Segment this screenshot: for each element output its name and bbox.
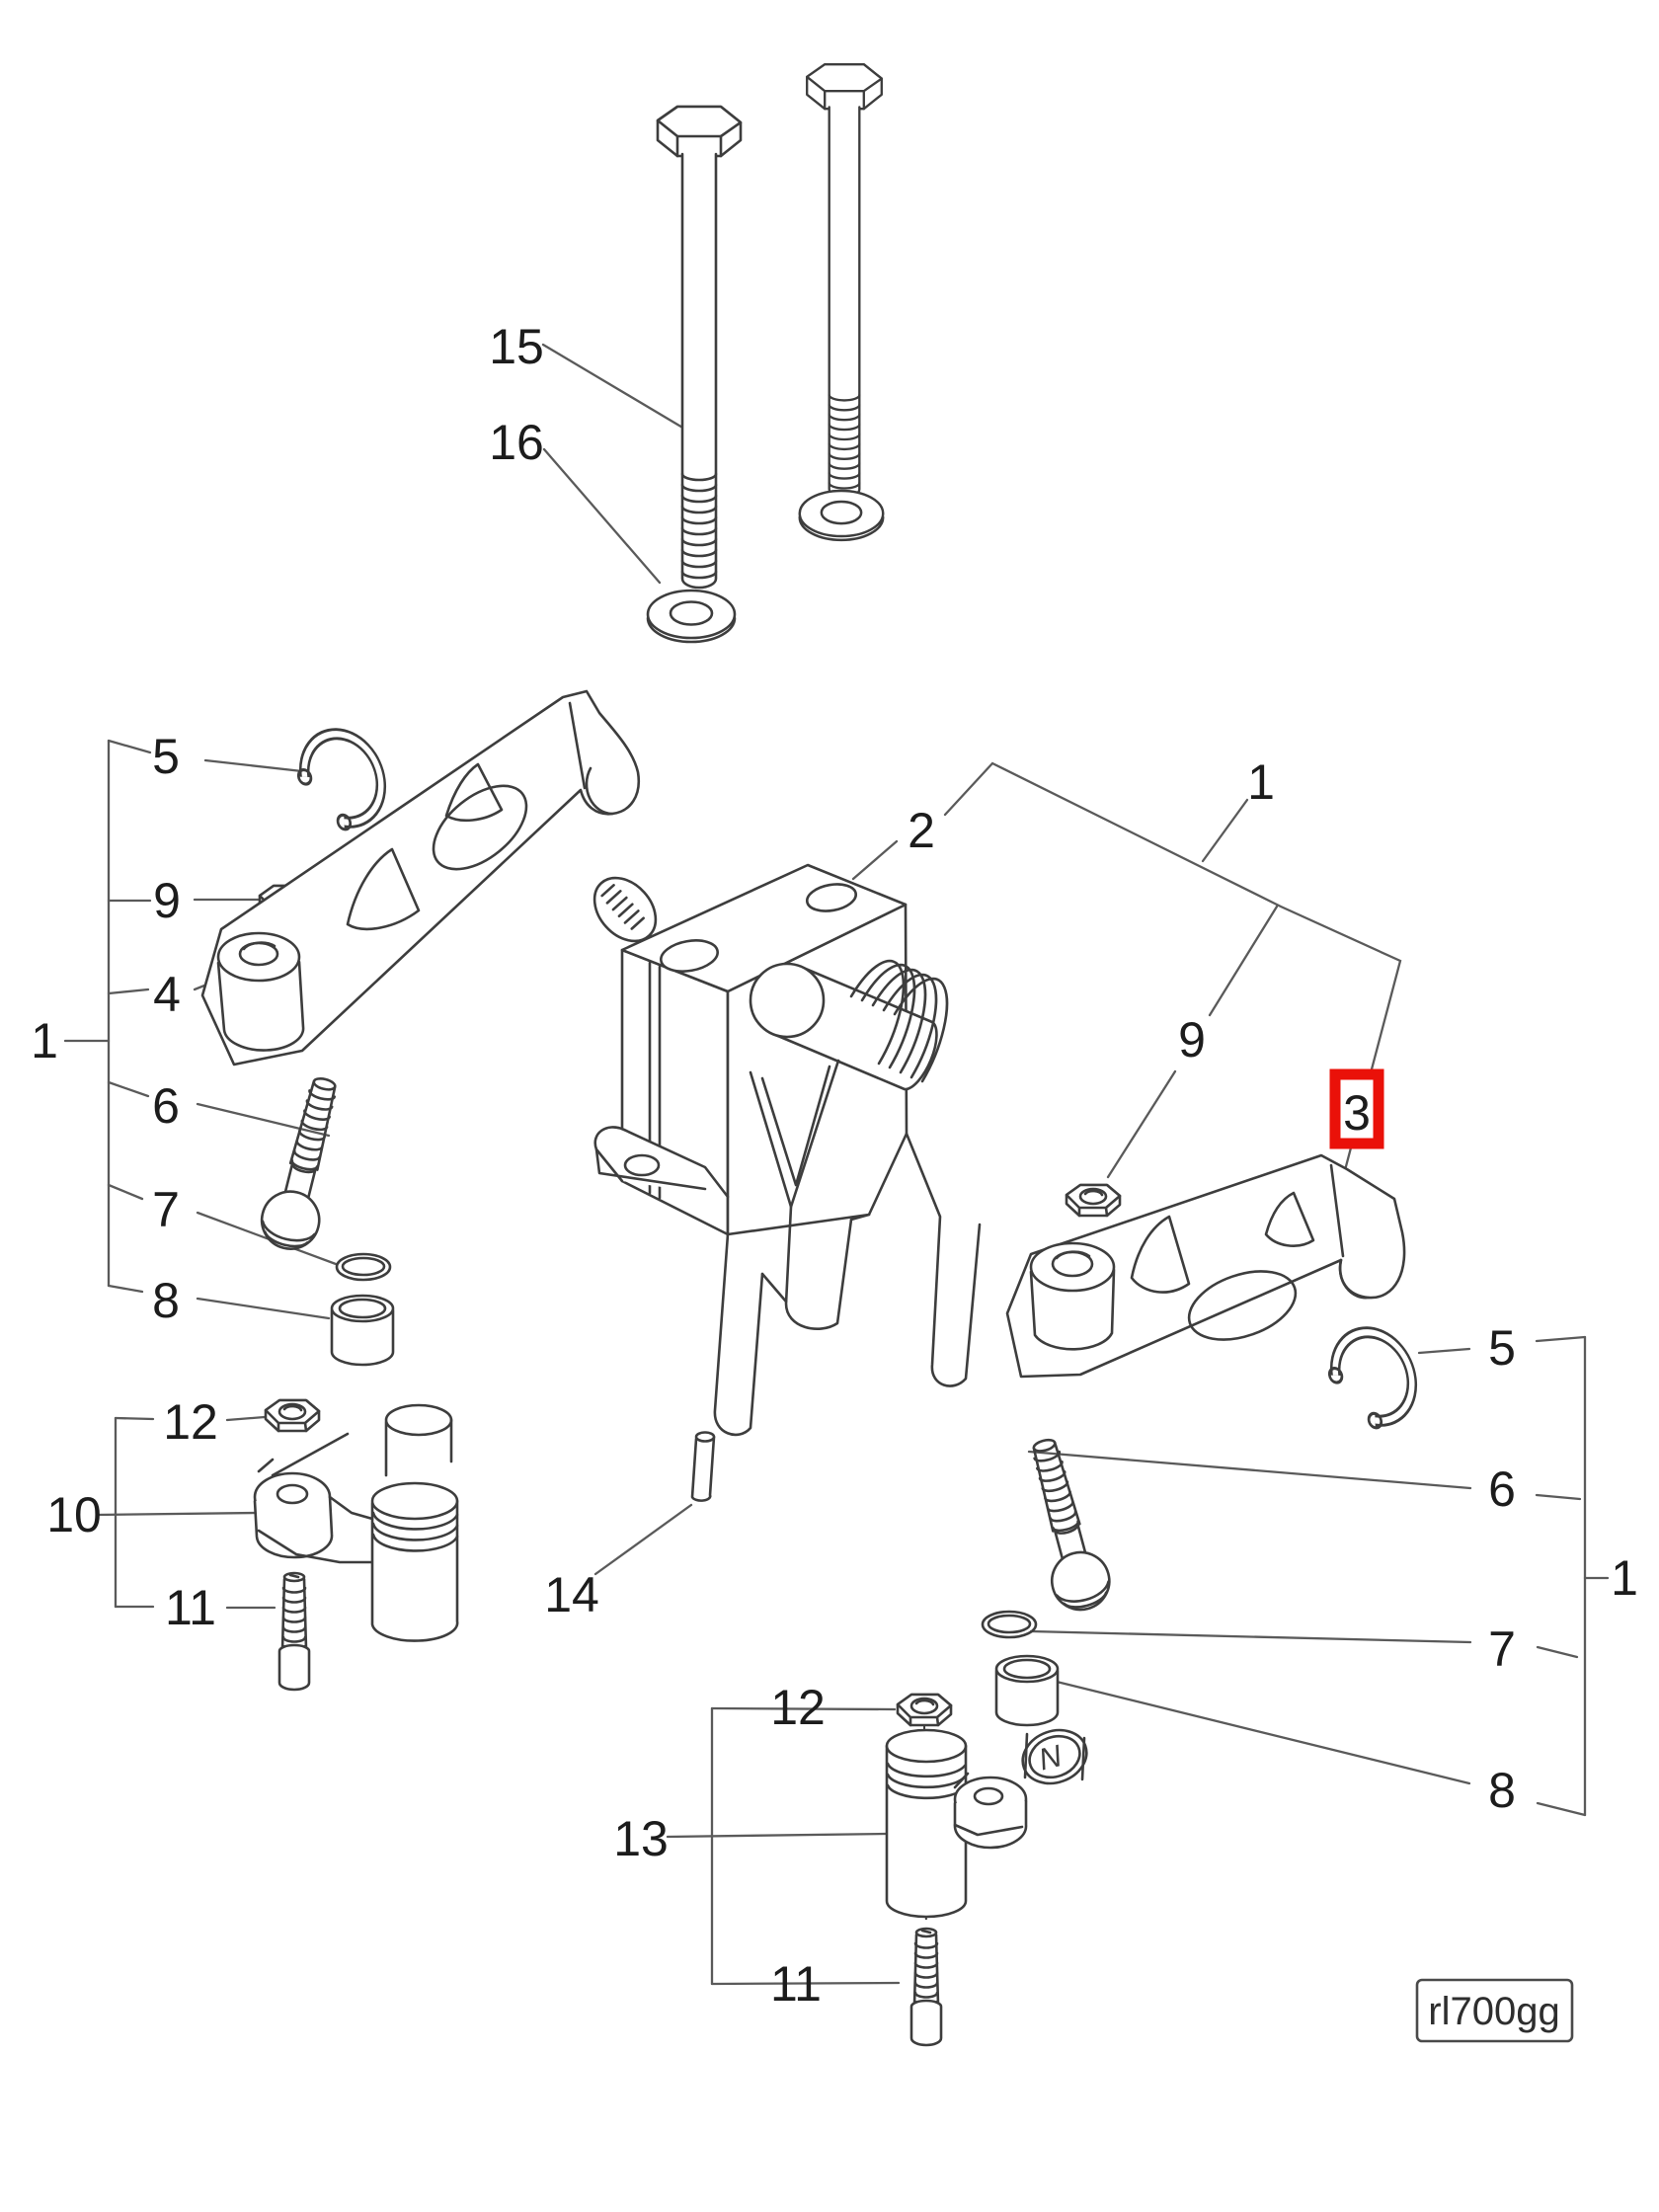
- part-circlip-5-right: [1324, 1331, 1418, 1429]
- part-nut-12-center: [896, 1693, 953, 1727]
- callout-9-left: 9: [153, 873, 181, 928]
- callout-11-center: 11: [770, 1956, 822, 2012]
- part-rocker-arm-4: [200, 689, 641, 1066]
- part-bolt-15-left: [656, 105, 743, 590]
- callout-6-left: 6: [152, 1078, 180, 1134]
- highlight-box-part3[interactable]: 3: [1329, 1068, 1384, 1149]
- part-washer-16-left: [646, 589, 737, 644]
- part-bushing-8-left: [330, 1294, 395, 1367]
- part-oring-7-right: [981, 1610, 1038, 1639]
- diagram-code-box: rl700gg: [1415, 1978, 1574, 2043]
- callout-5-left: 5: [152, 729, 180, 784]
- callout-1-left: 1: [31, 1013, 58, 1068]
- callout-6-right: 6: [1488, 1462, 1516, 1517]
- diagram-code: rl700gg: [1428, 1990, 1559, 2033]
- callout-12-left: 12: [163, 1394, 218, 1450]
- part-ball-stud-6-left: [254, 1070, 356, 1257]
- callout-1-right: 1: [1611, 1550, 1638, 1606]
- part-screw-11-center: [909, 1927, 943, 2047]
- callout-4: 4: [153, 967, 181, 1022]
- callout-7-left: 7: [152, 1182, 180, 1237]
- callout-1-top-right: 1: [1247, 754, 1275, 810]
- callout-8-left: 8: [152, 1273, 180, 1328]
- callout-9-right: 9: [1178, 1012, 1206, 1067]
- callout-5-right: 5: [1488, 1320, 1516, 1376]
- callout-11-left: 11: [165, 1580, 216, 1635]
- part-circlip-5-left: [293, 733, 387, 830]
- part-support-13: N: [885, 1725, 1088, 1935]
- part-nut-12-left: [264, 1398, 321, 1433]
- part-bracket-2: [592, 863, 982, 1437]
- callout-13: 13: [613, 1811, 669, 1866]
- part-pin-14: [690, 1431, 716, 1502]
- callout-8-right: 8: [1488, 1763, 1516, 1818]
- callout-10: 10: [46, 1487, 102, 1542]
- part-rocker-arm-3: [1005, 1153, 1406, 1379]
- part-ball-stud-6-right: [1013, 1432, 1118, 1618]
- callout-14: 14: [544, 1567, 599, 1622]
- callout-7-right: 7: [1488, 1621, 1516, 1677]
- callout-labels: 15 16 5 9 4 1 6 7 8 2 14 12 10 11 1 9 5 …: [31, 319, 1638, 2012]
- callout-12-center: 12: [770, 1680, 826, 1735]
- callout-16: 16: [489, 415, 544, 470]
- part-screw-11-left: [277, 1571, 311, 1692]
- part-support-10: [253, 1403, 459, 1642]
- callout-2: 2: [908, 803, 935, 858]
- part-bolt-15-right: [806, 63, 883, 499]
- part-bushing-8-right: [994, 1654, 1060, 1727]
- part-nut-9-right: [1065, 1183, 1122, 1218]
- part-oring-7-left: [335, 1252, 392, 1282]
- part-washer-16-right: [798, 489, 885, 542]
- callout-15: 15: [489, 319, 544, 374]
- callout-3: 3: [1343, 1085, 1371, 1141]
